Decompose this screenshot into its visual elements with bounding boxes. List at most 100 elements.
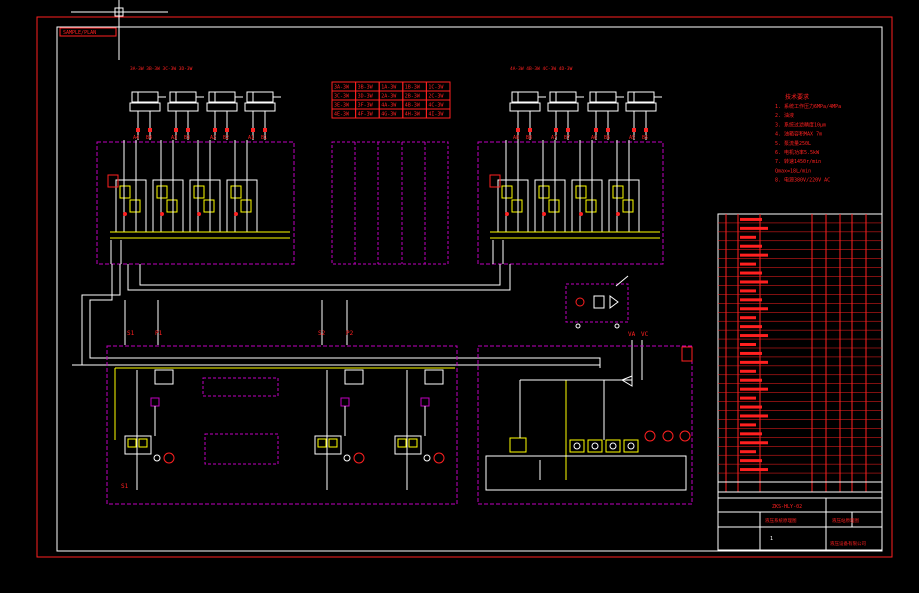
valve-table-text: 4E-3W — [334, 112, 350, 118]
pump-station-boundary — [477, 345, 693, 505]
port-label: B8 — [526, 135, 532, 141]
parts-list-table — [717, 213, 883, 493]
valve-table-text: 3F-3W — [358, 103, 374, 109]
valve-table-text: 1A-3W — [381, 85, 397, 91]
valve-table-text: 2C-3W — [428, 94, 444, 100]
valve-table-text: 4I-3W — [428, 112, 444, 118]
lower-valve-group — [124, 369, 175, 490]
yellow-pilot-lines — [110, 231, 660, 480]
directional-valve — [189, 140, 221, 233]
central-column-frame — [331, 141, 449, 265]
port-label: A4 — [133, 135, 139, 141]
valve-table-text: 3A-3W — [334, 85, 350, 91]
right-group-header: 4A-3W 4B-3W 4C-3W 4D-3W — [510, 66, 573, 72]
right-cylinder-group: A8 B8 A7 B7 A6 B6 A5 B5 — [509, 91, 662, 141]
port-label: B6 — [604, 135, 610, 141]
directional-valve — [608, 140, 640, 233]
pipe-label-s2: S2 — [318, 330, 326, 337]
left-valve-stack — [107, 140, 258, 264]
valve-table-text: 4G-3W — [381, 112, 397, 118]
directional-valve — [115, 140, 147, 233]
company-name: 液压设备有限公司 — [830, 540, 866, 547]
drawing-name: 液压站原理图 — [832, 517, 859, 524]
directional-valve — [497, 140, 529, 233]
notes-title: 技术要求 — [785, 93, 809, 101]
right-valve-block-boundary — [477, 141, 664, 265]
lower-valve-group — [394, 369, 445, 490]
left-cylinder: A2 B2 — [206, 91, 243, 141]
directional-valve — [571, 140, 603, 233]
inner-frame — [56, 26, 883, 552]
left-valve-block-boundary — [96, 141, 295, 265]
port-label: B2 — [223, 135, 229, 141]
pressure-switch-icon — [489, 174, 501, 188]
pipe-label-va: VA — [628, 331, 636, 338]
port-label: B7 — [564, 135, 570, 141]
title-tag-box — [59, 27, 117, 37]
lower-valve-group — [314, 369, 365, 490]
port-label: A1 — [248, 135, 254, 141]
note-line: 8. 电源380V/220V AC — [775, 177, 830, 184]
note-line: 5. 泵流量250L — [775, 140, 811, 147]
right-cylinder: A7 B7 — [547, 91, 584, 141]
valve-table-text: 3C-3W — [334, 94, 350, 100]
electric-box-icon — [681, 346, 693, 362]
sheet-number: 1 — [770, 536, 773, 542]
directional-valve — [152, 140, 184, 233]
port-label: A5 — [629, 135, 635, 141]
note-line: 3. 系统过滤精度10μm — [775, 121, 826, 128]
title-block — [717, 491, 883, 551]
directional-valve — [534, 140, 566, 233]
port-label: B5 — [642, 135, 648, 141]
pipe-label-s1: S1 — [127, 330, 135, 337]
pump-unit — [509, 375, 691, 480]
valve-table-cell — [425, 108, 451, 119]
directional-valve — [226, 140, 258, 233]
valve-table-text: 4A-3W — [381, 103, 397, 109]
note-line: 6. 电机功率5.5kW — [775, 149, 820, 156]
pipe-label-p1: P1 — [155, 330, 163, 337]
drawing-number: ZKS-HLY-02 — [772, 504, 802, 510]
port-label: A6 — [591, 135, 597, 141]
tank — [485, 455, 687, 491]
valve-table-text: 4C-3W — [428, 103, 444, 109]
port-label: A7 — [551, 135, 557, 141]
lower-placeholder-1 — [202, 377, 279, 397]
left-group-header: 3A-3W 3B-3W 3C-3W 3D-3W — [130, 66, 193, 72]
valve-table-text: 3D-3W — [358, 94, 374, 100]
filter-assembly — [565, 275, 629, 329]
valve-table-text: 2A-3W — [381, 94, 397, 100]
main-pipe-network — [72, 264, 643, 380]
valve-table-text: 1C-3W — [428, 85, 444, 91]
port-label: A8 — [513, 135, 519, 141]
pipe-label-vc: VC — [641, 331, 649, 338]
port-label: A2 — [210, 135, 216, 141]
pipe-label-p2: P2 — [346, 330, 354, 337]
cursor-crosshair-icon — [71, 0, 168, 60]
pipe-label-s1-b: S1 — [121, 483, 129, 490]
right-cylinder: A6 B6 — [587, 91, 624, 141]
port-label: B3 — [184, 135, 190, 141]
note-line: 4. 油箱容积MAX 7m — [775, 131, 822, 138]
valve-table-text: 2B-3W — [405, 94, 421, 100]
right-cylinder: A8 B8 — [509, 91, 546, 141]
project-name: 液压系统原理图 — [765, 517, 797, 524]
valve-table-text: 3E-3W — [334, 103, 350, 109]
valve-table-text: 4F-3W — [358, 112, 374, 118]
valve-table-text: 4B-3W — [405, 103, 421, 109]
lower-valve-assemblies — [124, 369, 445, 490]
note-line: 1. 系统工作压力6MPa/4MPa — [775, 103, 841, 110]
note-line: 7. 转速1450r/min — [775, 158, 821, 165]
note-line: Qmax=18L/min — [775, 168, 811, 174]
right-valve-stack — [489, 140, 640, 264]
outer-frame — [36, 16, 893, 558]
lower-left-station-boundary — [106, 345, 458, 505]
title-tag: SAMPLE/PLAN — [63, 30, 96, 36]
lower-placeholder-2 — [204, 433, 279, 465]
